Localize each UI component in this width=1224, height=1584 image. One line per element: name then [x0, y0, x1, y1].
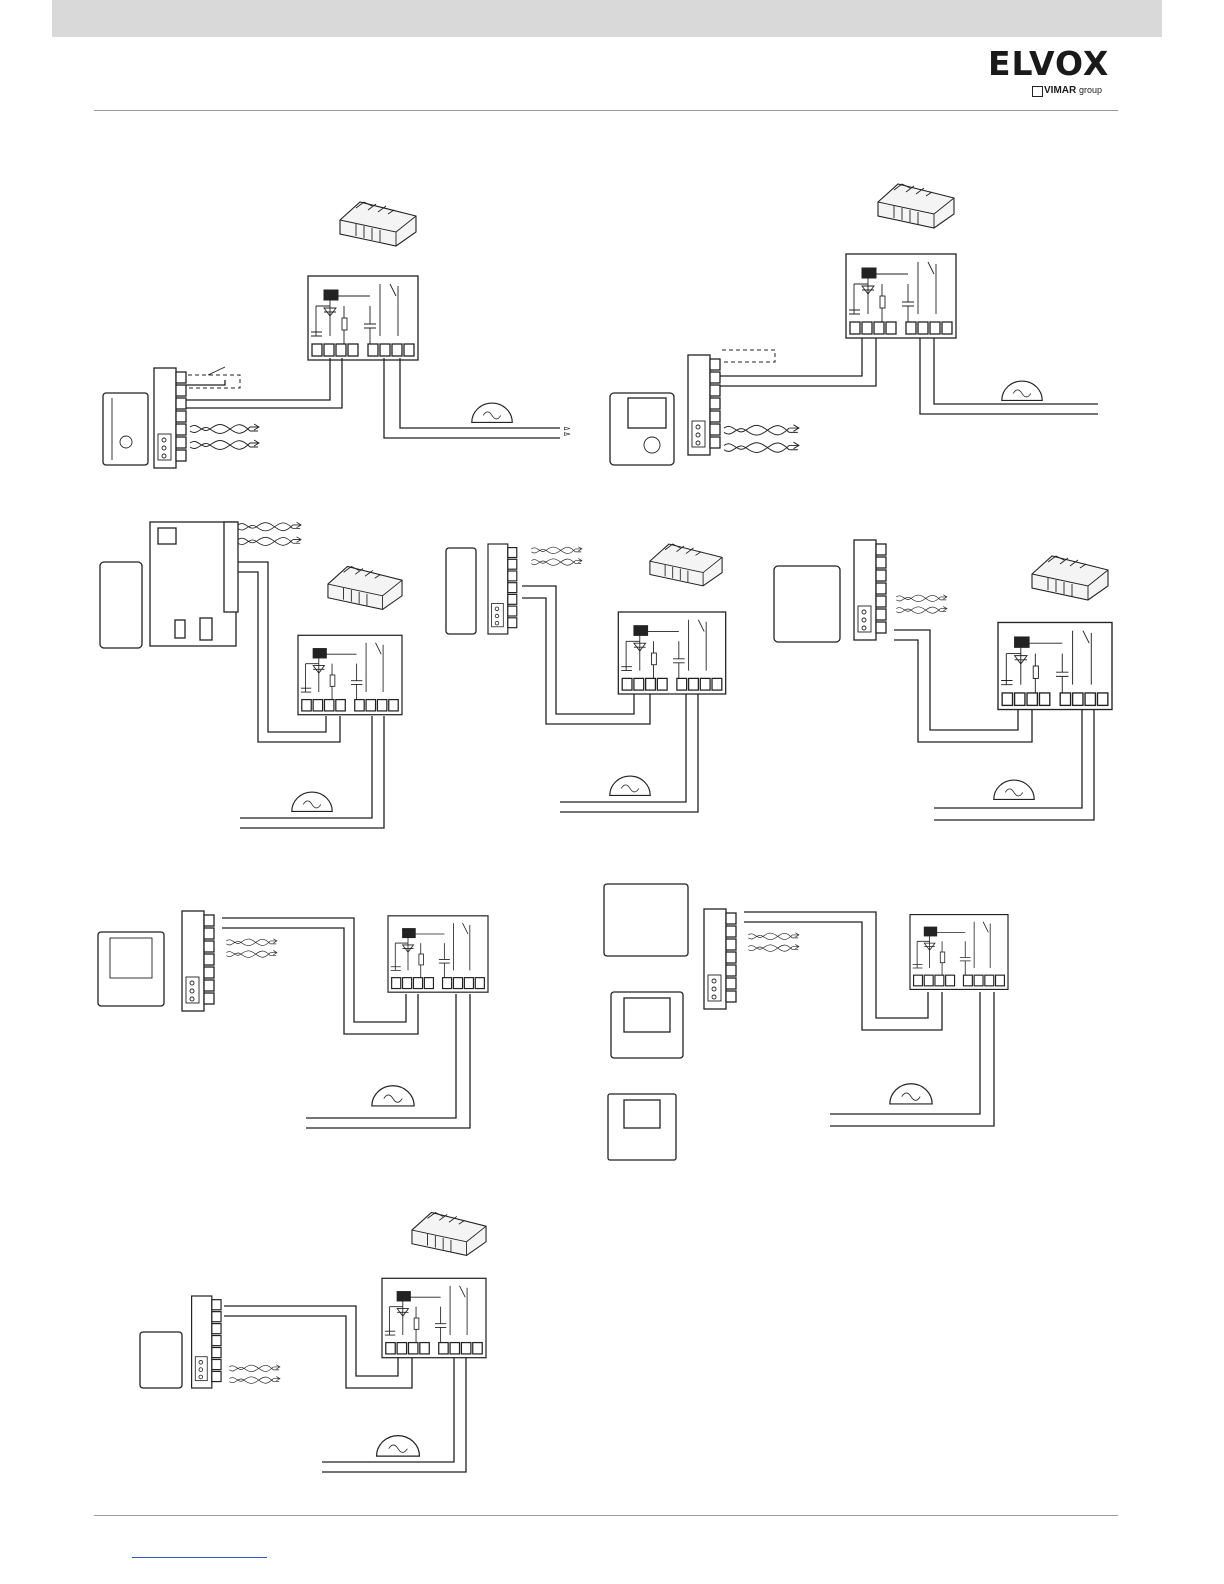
handset-intercom-2	[100, 562, 142, 648]
handset-intercom-4	[774, 566, 840, 642]
diagram-1	[103, 202, 570, 468]
handset-intercom-3	[446, 548, 476, 634]
diagram-7	[604, 884, 1008, 1160]
diagram-3	[100, 522, 402, 828]
audio-intercom-1	[98, 932, 164, 1006]
diagram-6	[98, 911, 488, 1128]
diagram-4	[446, 544, 726, 812]
diagram-2	[610, 184, 1098, 465]
diagram-5	[774, 540, 1112, 820]
handset-intercom-1	[103, 393, 148, 465]
audio-intercom-2	[140, 1332, 182, 1388]
video-monitor-2	[604, 884, 688, 956]
diagram-8	[140, 1213, 486, 1472]
